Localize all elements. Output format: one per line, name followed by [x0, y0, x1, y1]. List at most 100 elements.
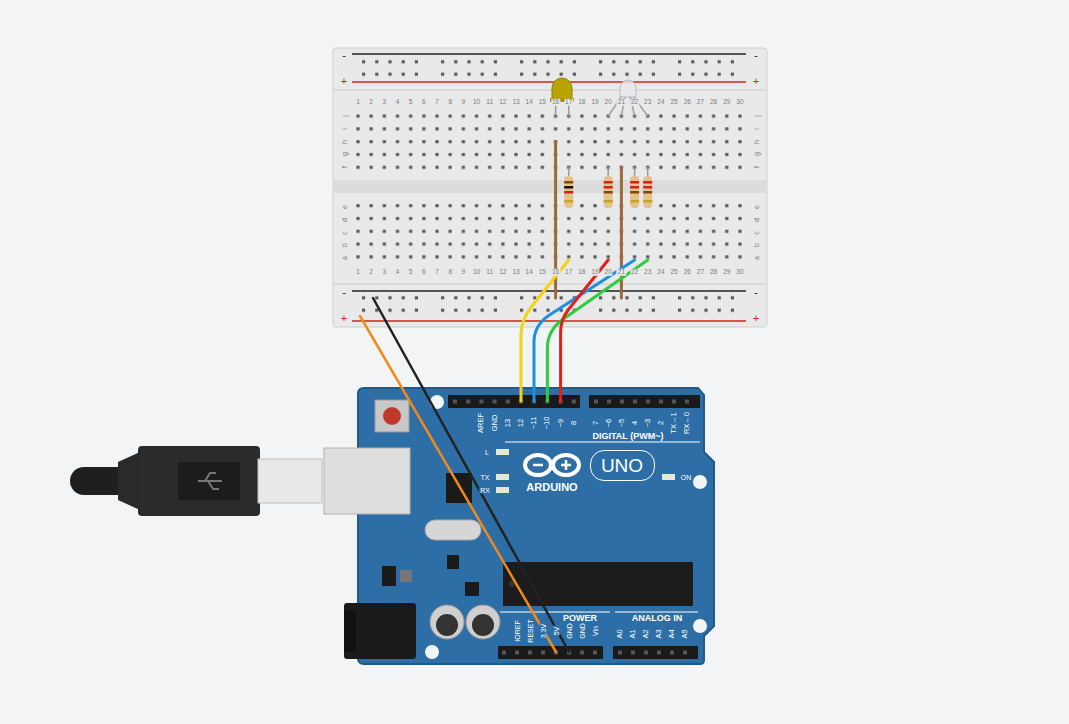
breadboard-label: 10: [472, 269, 481, 276]
rail-line: [352, 53, 746, 54]
board-label: TX: [480, 474, 491, 481]
board-label: A4: [668, 628, 676, 639]
breadboard-label: f: [341, 165, 348, 169]
silkscreen-line: [615, 612, 698, 613]
breadboard-label: g: [341, 151, 348, 157]
board-label: 8: [570, 420, 578, 426]
breadboard-label: 2: [368, 99, 374, 106]
breadboard-label: 29: [722, 269, 731, 276]
breadboard-label: 21: [617, 99, 626, 106]
rail-divider: [333, 89, 767, 91]
breadboard-label: 1: [355, 99, 361, 106]
strain-relief: [118, 452, 140, 510]
breadboard-label: 1: [355, 269, 361, 276]
led-rgb: [608, 80, 648, 116]
breadboard-label: 24: [656, 269, 665, 276]
breadboard-label: 2: [368, 269, 374, 276]
breadboard-label: -: [753, 50, 759, 61]
voltage-regulator: [400, 570, 412, 582]
breadboard-label: 21: [617, 269, 626, 276]
board-label: A1: [629, 628, 637, 639]
breadboard-label: d: [341, 217, 348, 223]
pin-header: [589, 395, 700, 408]
board-label: ~9: [557, 418, 565, 429]
board-label: A3: [655, 628, 663, 639]
breadboard-label: h: [341, 139, 348, 145]
breadboard-label: a: [753, 255, 760, 261]
breadboard-label: 17: [564, 269, 573, 276]
board-label: ~10: [544, 416, 552, 431]
status-led: [496, 487, 509, 493]
wire-gnd: [373, 298, 569, 652]
breadboard-label: +: [752, 313, 760, 324]
breadboard-label: -: [753, 287, 759, 298]
breadboard-label: 22: [630, 99, 639, 106]
breadboard-label: 13: [511, 269, 520, 276]
breadboard-label: 29: [722, 99, 731, 106]
breadboard-label: -: [341, 287, 347, 298]
board-label: 3.3V: [540, 623, 547, 639]
silkscreen-line: [500, 612, 610, 613]
resistor-symbol: [604, 167, 613, 208]
breadboard-label: 11: [485, 269, 494, 276]
arduino-logo: [565, 460, 568, 470]
resistor-symbol: [643, 167, 652, 208]
breadboard-label: 4: [395, 99, 401, 106]
center-channel: [333, 180, 767, 193]
breadboard-label: b: [753, 242, 760, 248]
board-label: RX←0: [683, 411, 691, 435]
board-label: A5: [681, 628, 689, 639]
board-label: ARDUINO: [525, 482, 578, 493]
rail-line: [352, 290, 746, 291]
breadboard-label: i: [753, 127, 760, 131]
breadboard-label: 18: [577, 269, 586, 276]
plug-metal: [258, 459, 322, 503]
breadboard-label: 5: [408, 99, 414, 106]
breadboard-label: 8: [447, 99, 453, 106]
breadboard-label: 9: [461, 99, 467, 106]
breadboard-label: 24: [656, 99, 665, 106]
breadboard-label: e: [753, 204, 760, 210]
board-label: ~6: [605, 418, 613, 429]
wire-red: [561, 260, 609, 401]
breadboard-label: 13: [511, 99, 520, 106]
breadboard-label: b: [341, 242, 348, 248]
board-label: GND: [566, 622, 573, 640]
mounting-hole: [425, 645, 439, 659]
breadboard-label: j: [753, 114, 760, 118]
breadboard-label: g: [753, 151, 760, 157]
capacitor: [430, 605, 464, 639]
breadboard-label: 6: [421, 99, 427, 106]
breadboard-label: 23: [643, 269, 652, 276]
status-led: [496, 449, 509, 455]
board-label: 7: [592, 420, 600, 426]
terminal-holes: [351, 201, 746, 265]
breadboard-label: 3: [382, 269, 388, 276]
header-pins: [453, 400, 689, 655]
breadboard-label: 17: [564, 99, 573, 106]
capacitor: [472, 614, 494, 636]
board-label: 12: [517, 418, 525, 428]
breadboard-label: 10: [472, 99, 481, 106]
board-label: ~3: [644, 418, 652, 429]
dc-jack: [344, 610, 356, 652]
breadboard-label: +: [752, 76, 760, 87]
usb-cable: [70, 446, 410, 516]
breadboard-label: 6: [421, 269, 427, 276]
breadboard-label: 7: [434, 269, 440, 276]
breadboard-label: 27: [696, 269, 705, 276]
led-yellow: [550, 78, 574, 116]
capacitor: [436, 614, 458, 636]
breadboard-label: 26: [683, 99, 692, 106]
rail-holes: [357, 56, 752, 81]
reset-button: [375, 400, 409, 432]
board-label: GND: [579, 622, 586, 640]
breadboard-label: 20: [604, 269, 613, 276]
resistor-symbol: [564, 167, 573, 208]
breadboard-label: 20: [604, 99, 613, 106]
breadboard-label: e: [341, 204, 348, 210]
pin-header: [498, 646, 603, 659]
board-label: DIGITAL (PWM~): [592, 432, 665, 441]
